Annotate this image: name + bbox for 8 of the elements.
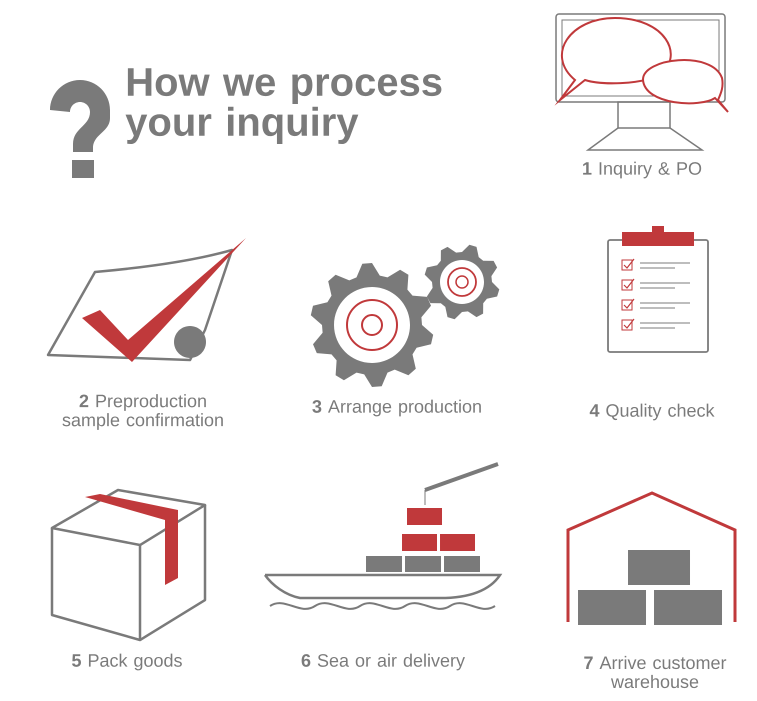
step-label: 2 Preproduction sample confirmation <box>62 394 223 430</box>
step-label: 1 Inquiry & PO <box>583 162 702 178</box>
step-label: 3 Arrange production <box>312 400 481 416</box>
step-label: 6 Sea or air delivery <box>302 654 465 670</box>
step-label: 5 Pack goods <box>72 654 182 670</box>
step-label: 7 Arrive customer warehouse <box>584 656 726 688</box>
title: How we process your inquiry <box>126 68 442 144</box>
step-label: 4 Quality check <box>590 404 715 420</box>
